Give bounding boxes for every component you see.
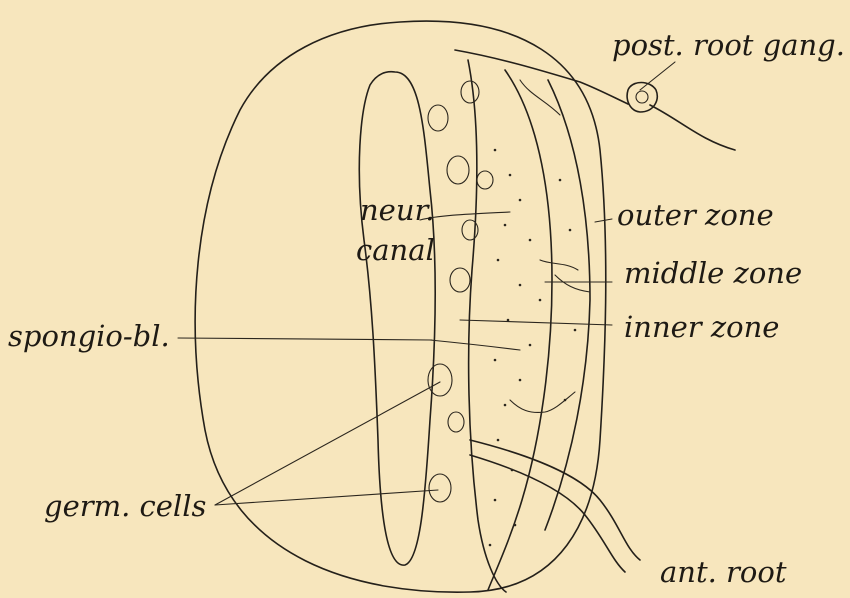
label-post-root-gang: post. root gang.: [612, 28, 845, 62]
fiber-branches: [420, 80, 590, 413]
inner-zone-boundary: [468, 60, 506, 592]
label-middle-zone: middle zone: [624, 256, 802, 290]
posterior-root-fiber: [455, 50, 628, 104]
ganglion-cell: [636, 91, 648, 103]
posterior-root-ganglion: [627, 83, 657, 113]
label-canal: canal: [356, 233, 435, 267]
posterior-root-fiber-2: [650, 105, 735, 150]
label-spongio-bl: spongio-bl.: [8, 319, 170, 353]
label-inner-zone: inner zone: [624, 310, 779, 344]
label-neur: neur.: [360, 193, 434, 227]
anterior-root-fiber-2: [470, 455, 625, 572]
label-outer-zone: outer zone: [617, 198, 774, 232]
germinal-cells: [428, 81, 493, 502]
label-ant-root: ant. root: [660, 555, 787, 589]
cord-outline: [195, 21, 606, 592]
label-germ-cells: germ. cells: [44, 489, 206, 523]
middle-zone-boundary: [488, 70, 552, 590]
